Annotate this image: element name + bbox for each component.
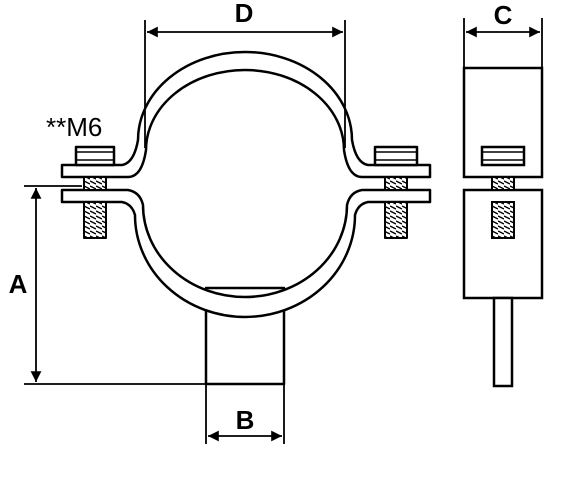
label-a: A <box>9 269 28 299</box>
upper-band <box>60 50 432 179</box>
label-b: B <box>236 405 255 435</box>
label-d: D <box>235 0 254 28</box>
label-thread-size: **M6 <box>46 112 102 142</box>
dimension-lines <box>24 18 543 444</box>
label-c: C <box>494 0 513 30</box>
side-view <box>462 66 544 388</box>
front-view <box>60 50 432 386</box>
lower-band <box>60 188 432 319</box>
right-bolt <box>373 145 419 239</box>
side-bolt <box>480 145 526 239</box>
side-rod <box>492 296 514 388</box>
left-bolt <box>74 145 116 239</box>
